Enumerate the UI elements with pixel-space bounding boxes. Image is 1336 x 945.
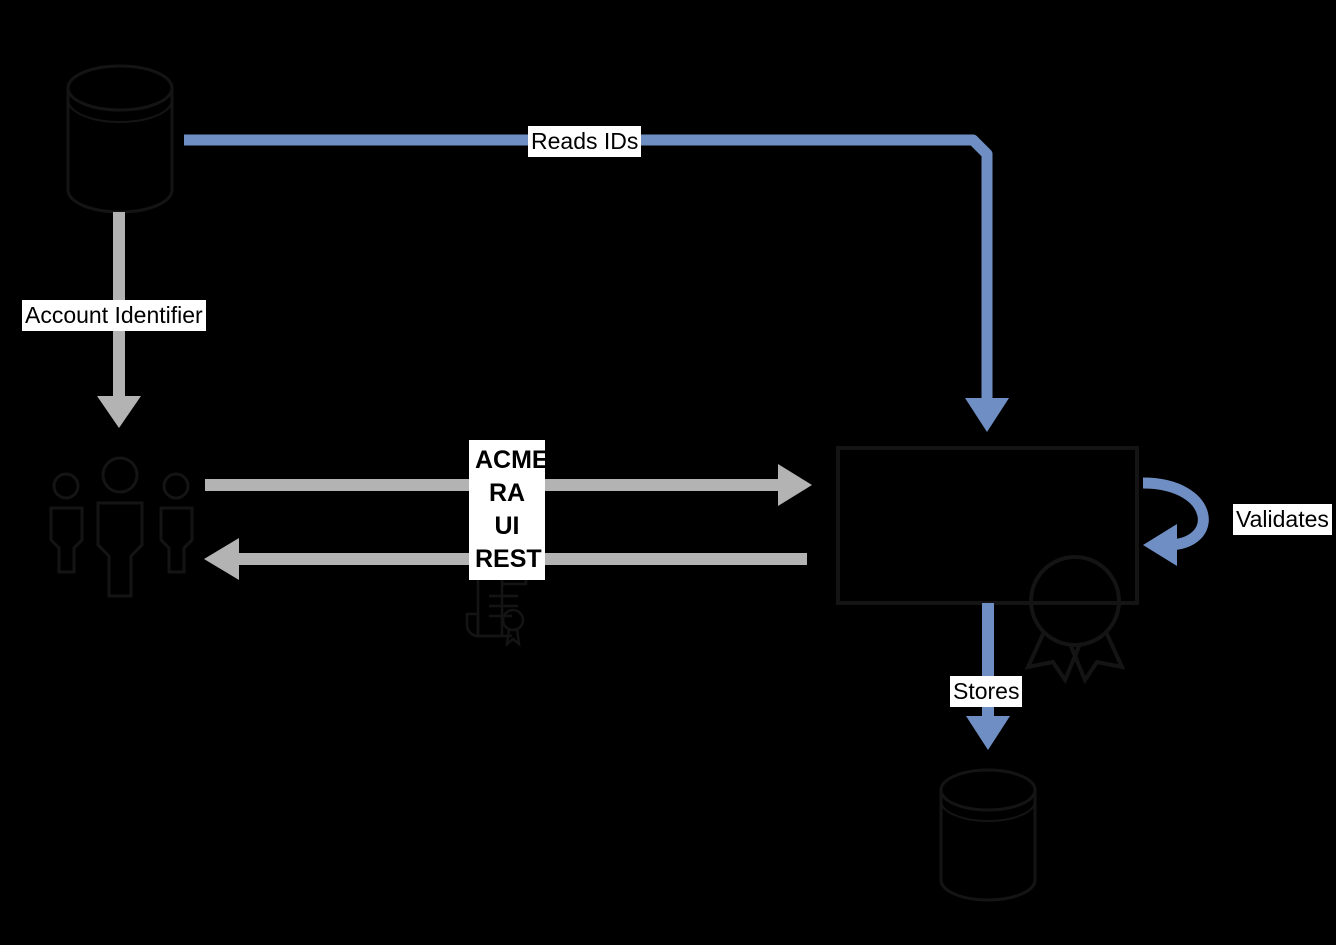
edge-reads-ids (184, 134, 1009, 432)
edge-label-reads-ids: Reads IDs (528, 126, 642, 157)
ra-service-box (836, 446, 1139, 605)
edge-label-acme-ra-ui-rest: ACME RA UI REST (469, 440, 549, 580)
database-cylinder-icon-source (66, 64, 174, 214)
edge-label-stores: Stores (950, 676, 1023, 707)
edge-label-validates: Validates (1233, 504, 1332, 535)
users-group-icon (49, 456, 194, 598)
edge-label-account-identifier: Account Identifier (22, 300, 206, 331)
database-cylinder-icon-target (939, 768, 1037, 902)
certificate-award-icon (1024, 555, 1126, 685)
edge-validates-self-loop (1142, 477, 1209, 566)
